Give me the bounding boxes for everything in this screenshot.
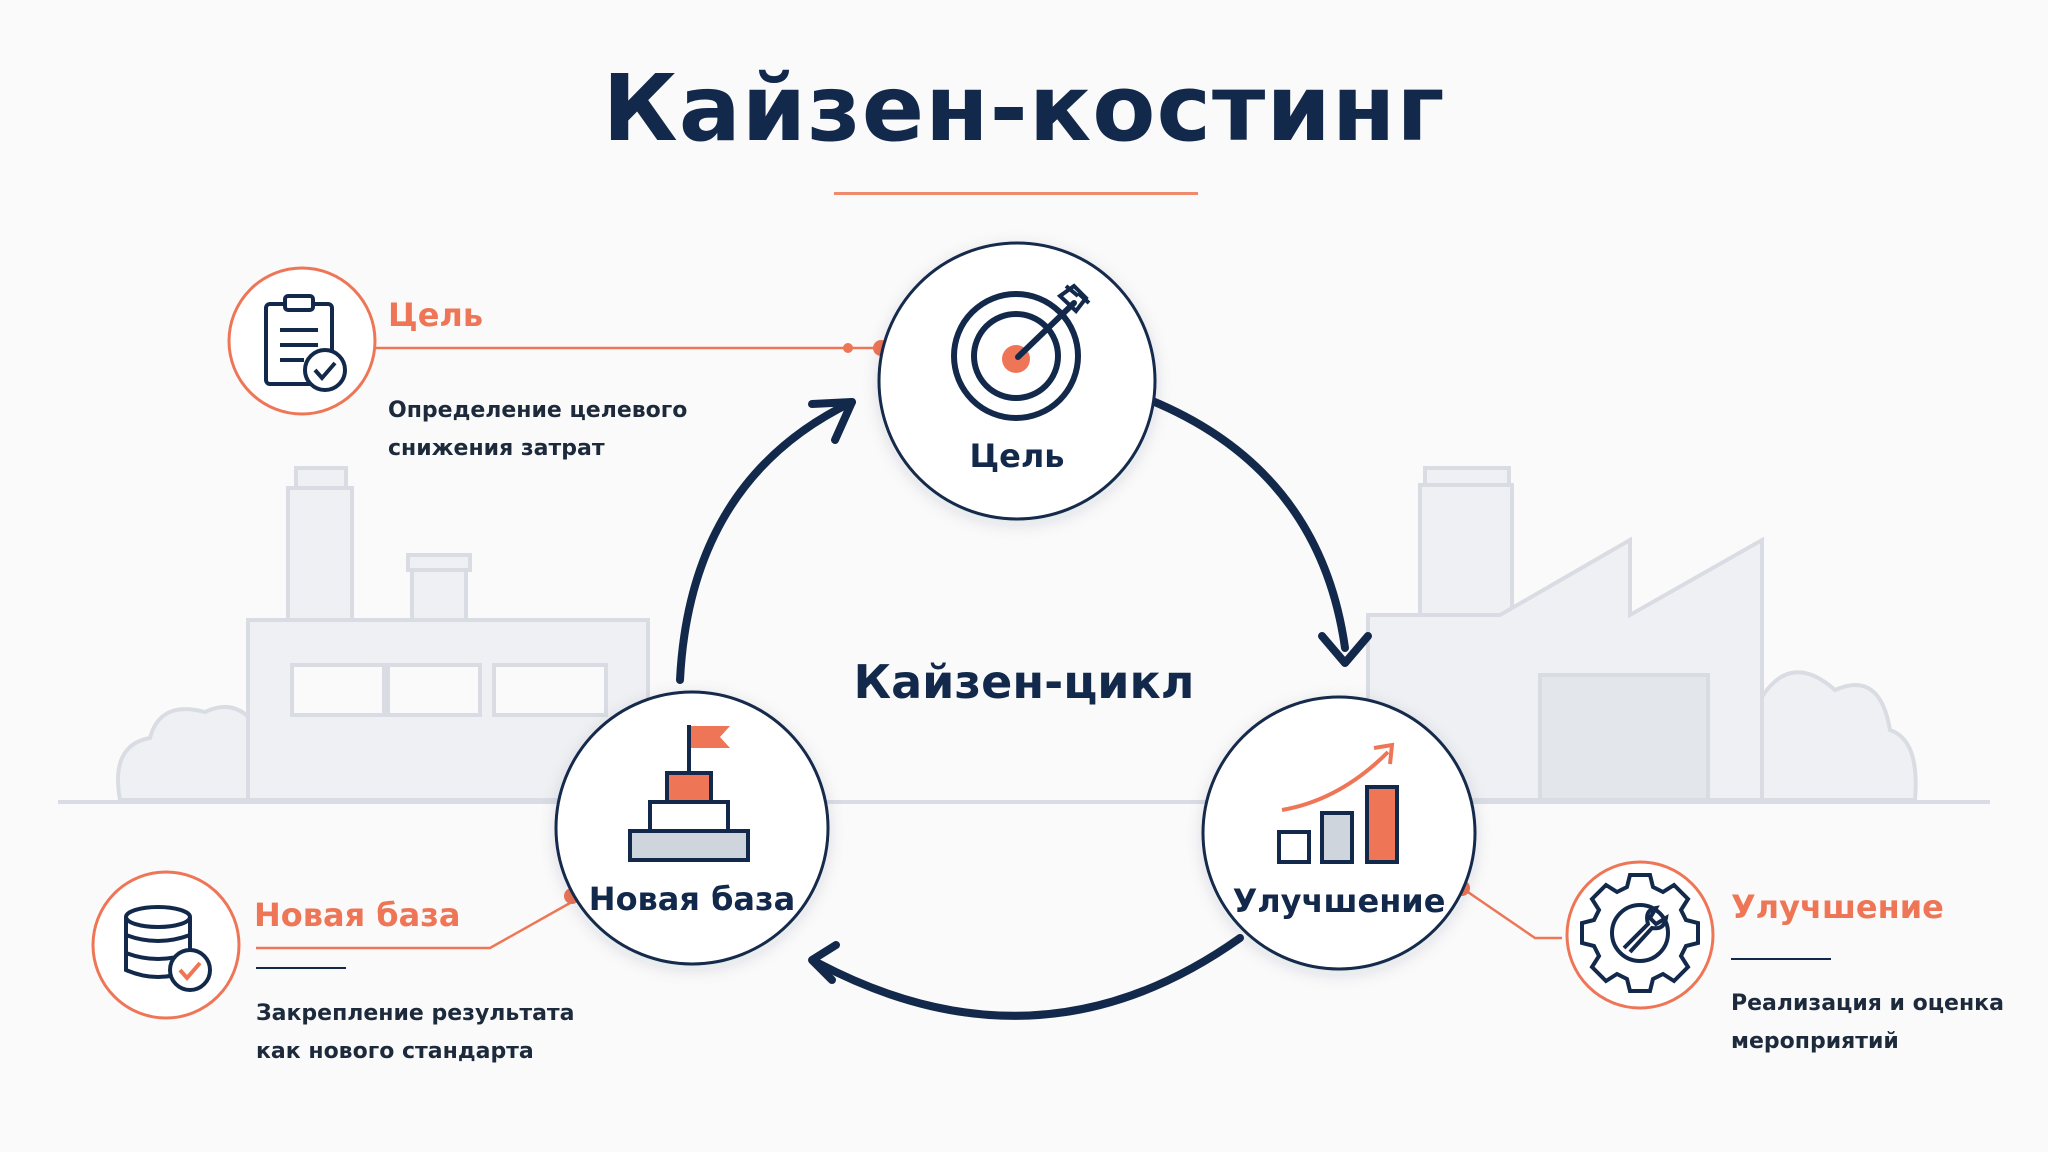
callout-improve-line2: мероприятий xyxy=(1731,1029,1899,1054)
node-goal-circle[interactable] xyxy=(877,241,1157,521)
callout-base-title: Новая база xyxy=(254,896,461,934)
callout-goal-line2: снижения затрат xyxy=(388,436,605,461)
target-arrow-icon xyxy=(951,283,1091,421)
callout-goal-description: Определение целевого снижения затрат xyxy=(388,392,687,468)
callout-base-circle xyxy=(91,870,241,1020)
factory-left-background xyxy=(116,466,650,802)
callout-improve-title: Улучшение xyxy=(1731,888,1944,926)
cycle-arrows xyxy=(676,396,1372,1020)
callout-improve-circle xyxy=(1565,860,1715,1010)
clipboard-check-icon xyxy=(264,294,347,392)
node-improve-label: Улучшение xyxy=(1232,882,1446,920)
arrowhead-goal xyxy=(808,398,856,444)
cycle-label: Кайзен-цикл xyxy=(853,655,1195,709)
callout-base-rule xyxy=(256,967,346,969)
callout-base-line2: как нового стандарта xyxy=(256,1039,534,1064)
arrow-goal-to-improve xyxy=(1146,396,1349,652)
node-base-label: Новая база xyxy=(588,880,796,918)
title-underline xyxy=(834,192,1198,195)
arrow-base-to-goal xyxy=(676,398,856,684)
page-title: Кайзен-костинг xyxy=(602,55,1446,162)
gear-wrench-icon xyxy=(1580,873,1700,993)
database-check-icon xyxy=(124,905,212,992)
callout-improve: Улучшение xyxy=(1731,888,1944,926)
factory-right-background xyxy=(1366,466,1918,802)
callout-improve-rule xyxy=(1731,958,1831,960)
callout-goal-title: Цель xyxy=(388,296,484,334)
node-goal-label: Цель xyxy=(969,437,1065,475)
callout-goal-line1: Определение целевого xyxy=(388,398,688,423)
arrowhead-base xyxy=(808,941,840,984)
callout-goal: Цель xyxy=(388,296,483,334)
callout-base-line1: Закрепление результата xyxy=(256,1001,575,1026)
callout-improve-description: Реализация и оценка мероприятий xyxy=(1731,985,2004,1061)
callout-goal-circle xyxy=(227,266,377,416)
callout-base-description: Закрепление результата как нового станда… xyxy=(256,995,575,1071)
arrowhead-improve xyxy=(1318,632,1372,667)
callout-base: Новая база xyxy=(254,896,460,934)
callout-improve-line1: Реализация и оценка xyxy=(1731,991,2004,1016)
growth-bar-chart-icon xyxy=(1277,742,1399,864)
arrow-improve-to-base xyxy=(814,934,1244,1020)
pyramid-flag-icon xyxy=(628,725,750,862)
